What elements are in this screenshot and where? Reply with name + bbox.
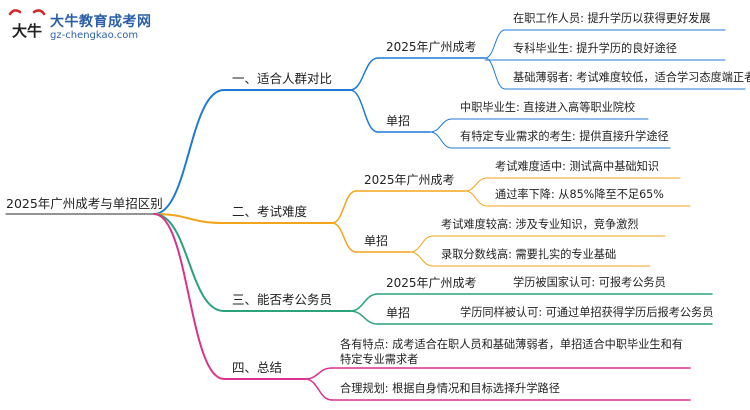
branch-4-leaf-1: 各有特点: 成考适合在职人员和基础薄弱者，单招适合中职毕业生和有特定专业需求者 xyxy=(340,338,683,366)
branch-1-leaf-2: 专科毕业生: 提升学历的良好途径 xyxy=(513,42,677,55)
branch-2-to-sub-1 xyxy=(331,190,357,224)
branch-2-leaf-1: 考试难度适中: 测试高中基础知识 xyxy=(495,160,659,173)
sub-1-1-to-leaf-1 xyxy=(484,29,506,59)
sub-1-2-to-leaf-5 xyxy=(429,131,453,149)
branch-1-label: 一、适合人群对比 xyxy=(232,71,333,86)
logo-url: gz-chengkao.com xyxy=(50,30,139,41)
site-logo: 大牛 大牛教育成考网 gz-chengkao.com xyxy=(6,6,176,46)
branch-1-sub-2: 单招 xyxy=(386,114,411,128)
branch-3-to-sub-2 xyxy=(349,310,379,325)
branch-3-sub-1: 2025年广州成考 xyxy=(386,276,477,290)
branch-2-leaf-3: 考试难度较高: 涉及专业知识，竞争激烈 xyxy=(441,218,639,231)
branch-4-label: 四、总结 xyxy=(232,360,283,375)
branch-3-leaf-1: 学历被国家认可: 可报考公务员 xyxy=(513,276,666,289)
branch-2-sub-2: 单招 xyxy=(364,234,389,248)
branch-3-leaf-2: 学历同样被认可: 可通过单招获得学历后报考公务员 xyxy=(460,306,714,319)
bull-logo-icon: 大牛 xyxy=(8,9,46,40)
branch-3-sub-2: 单招 xyxy=(386,306,411,320)
sub-2-1-to-leaf-1 xyxy=(464,177,488,192)
branch-4-to-leaf-1 xyxy=(304,367,333,380)
branch-1-sub-1: 2025年广州成考 xyxy=(386,40,477,54)
root-to-branch-2 xyxy=(153,213,225,224)
branch-3-to-sub-1 xyxy=(349,293,379,312)
branch-1-leaf-4: 中职毕业生: 直接进入高等职业院校 xyxy=(460,101,636,114)
branch-4-to-leaf-2 xyxy=(304,378,333,401)
branch-1-leaf-5: 有特定专业需求的考生: 提供直接升学途径 xyxy=(460,130,669,143)
branch-1-leaf-1: 在职工作人员: 提升学历以获得更好发展 xyxy=(513,12,711,25)
root-topic: 2025年广州成考与单招区别 xyxy=(6,196,163,211)
sub-1-2-to-leaf-4 xyxy=(429,118,453,133)
svg-text:大牛: 大牛 xyxy=(12,22,42,40)
branch-2-sub-1: 2025年广州成考 xyxy=(364,173,455,187)
branch-2-to-sub-2 xyxy=(331,222,357,253)
sub-1-1-to-leaf-3 xyxy=(484,57,506,90)
branch-3-label: 三、能否考公务员 xyxy=(232,292,333,307)
root-to-branch-3 xyxy=(153,213,225,312)
branch-1-leaf-3: 基础薄弱者: 考试难度较低，适合学习态度端正者 xyxy=(513,71,750,84)
branch-2-label: 二、考试难度 xyxy=(232,204,308,219)
branch-4-leaf-2: 合理规划: 根据自身情况和目标选择升学路径 xyxy=(340,382,560,395)
root-to-branch-4 xyxy=(153,213,225,380)
branch-1-to-sub-2 xyxy=(349,89,379,133)
sub-2-1-to-leaf-2 xyxy=(464,190,488,207)
sub-2-2-to-leaf-3 xyxy=(409,235,434,253)
branch-1-to-sub-1 xyxy=(349,57,379,91)
branch-2-leaf-4: 录取分数线高: 需要扎实的专业基础 xyxy=(441,248,617,261)
branch-2-leaf-2: 通过率下降: 从85%降至不足65% xyxy=(495,188,664,201)
logo-title: 大牛教育成考网 xyxy=(50,14,152,30)
root-to-branch-1 xyxy=(153,89,225,215)
sub-2-2-to-leaf-4 xyxy=(409,251,434,267)
